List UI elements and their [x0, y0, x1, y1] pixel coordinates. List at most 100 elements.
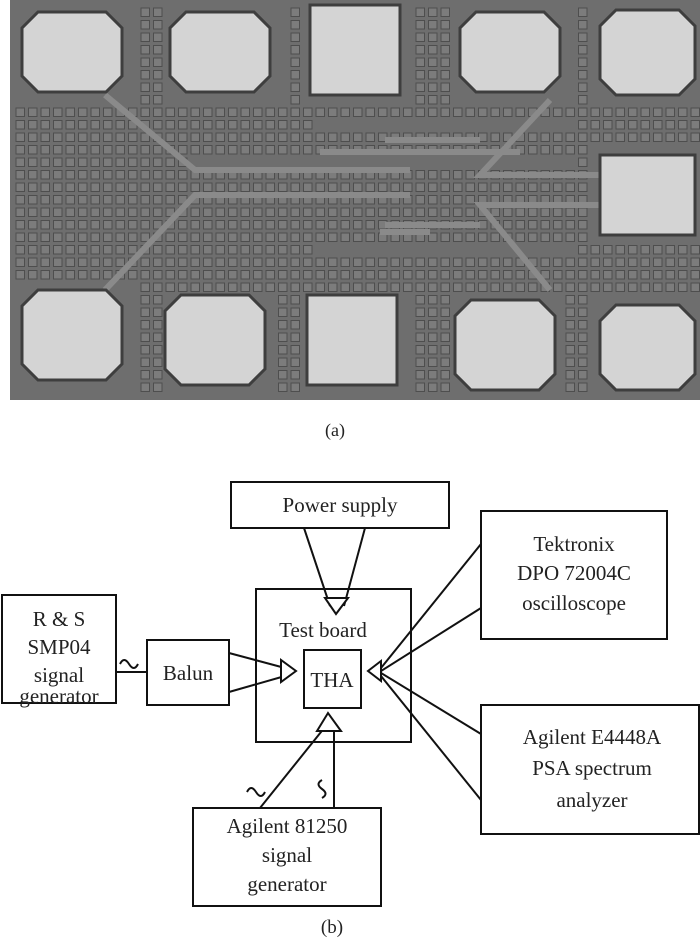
fill-tile — [340, 182, 350, 192]
fill-tile — [203, 107, 213, 117]
fill-tile — [140, 107, 150, 117]
fill-tile — [615, 245, 625, 255]
fill-tile — [140, 257, 150, 267]
fill-tile — [278, 307, 288, 317]
fill-tile — [53, 145, 63, 155]
fill-tile — [340, 132, 350, 142]
fill-tile — [290, 32, 300, 42]
fill-tile — [15, 170, 25, 180]
fill-tile — [215, 257, 225, 267]
fill-tile — [528, 145, 538, 155]
fill-tile — [465, 232, 475, 242]
fill-tile — [65, 232, 75, 242]
fill-tile — [153, 95, 163, 105]
fill-tile — [253, 245, 263, 255]
fill-tile — [440, 32, 450, 42]
fill-tile — [290, 382, 300, 392]
fill-tile — [578, 20, 588, 30]
fill-tile — [415, 7, 425, 17]
fill-tile — [415, 20, 425, 30]
fill-tile — [678, 107, 688, 117]
fill-tile — [40, 232, 50, 242]
fill-tile — [378, 182, 388, 192]
fill-tile — [640, 245, 650, 255]
fill-tile — [90, 132, 100, 142]
fill-tile — [578, 132, 588, 142]
fill-tile — [290, 145, 300, 155]
fill-tile — [240, 245, 250, 255]
fill-tile — [28, 220, 38, 230]
fill-tile — [240, 182, 250, 192]
fill-tile — [228, 282, 238, 292]
fill-tile — [478, 270, 488, 280]
fill-tile — [490, 107, 500, 117]
fill-tile — [428, 107, 438, 117]
fill-tile — [540, 220, 550, 230]
fill-tile — [265, 120, 275, 130]
fill-tile — [128, 195, 138, 205]
fill-tile — [378, 257, 388, 267]
fill-tile — [278, 207, 288, 217]
fill-tile — [440, 257, 450, 267]
fill-tile — [153, 20, 163, 30]
fill-tile — [40, 195, 50, 205]
fill-tile — [415, 295, 425, 305]
fill-tile — [78, 245, 88, 255]
chip-micrograph — [10, 0, 700, 400]
fill-tile — [415, 270, 425, 280]
tha-label: THA — [310, 668, 354, 692]
fill-tile — [690, 132, 700, 142]
fill-tile — [40, 120, 50, 130]
fill-tile — [290, 307, 300, 317]
fill-tile — [15, 120, 25, 130]
fill-tile — [440, 170, 450, 180]
fill-tile — [40, 270, 50, 280]
fill-tile — [653, 282, 663, 292]
fill-tile — [103, 107, 113, 117]
fill-tile — [290, 232, 300, 242]
fill-tile — [203, 120, 213, 130]
fill-tile — [240, 207, 250, 217]
fill-tile — [490, 257, 500, 267]
fill-tile — [278, 382, 288, 392]
fill-tile — [278, 145, 288, 155]
fill-tile — [115, 220, 125, 230]
fill-tile — [428, 357, 438, 367]
fill-tile — [165, 132, 175, 142]
fill-tile — [365, 107, 375, 117]
fill-tile — [678, 257, 688, 267]
fill-tile — [628, 257, 638, 267]
fill-tile — [140, 157, 150, 167]
fill-tile — [440, 182, 450, 192]
tha-box — [303, 649, 362, 709]
fill-tile — [628, 120, 638, 130]
fill-tile — [140, 207, 150, 217]
fill-tile — [640, 107, 650, 117]
fill-tile — [153, 282, 163, 292]
fill-tile — [190, 232, 200, 242]
fill-tile — [265, 132, 275, 142]
fill-tile — [78, 170, 88, 180]
fill-tile — [153, 270, 163, 280]
fill-tile — [565, 182, 575, 192]
fill-tile — [415, 307, 425, 317]
fill-tile — [440, 232, 450, 242]
fill-tile — [565, 332, 575, 342]
fill-tile — [15, 107, 25, 117]
bond-pad — [458, 10, 562, 94]
fill-tile — [403, 207, 413, 217]
fill-tile — [503, 207, 513, 217]
fill-tile — [265, 270, 275, 280]
fill-tile — [628, 282, 638, 292]
fill-tile — [178, 220, 188, 230]
fill-tile — [415, 45, 425, 55]
spectrum-analyzer-box — [480, 704, 700, 835]
fill-tile — [553, 232, 563, 242]
fill-tile — [415, 257, 425, 267]
fill-tile — [290, 82, 300, 92]
fill-tile — [253, 145, 263, 155]
fill-tile — [353, 107, 363, 117]
fill-tile — [240, 107, 250, 117]
agilent-line-1: Agilent 81250 — [227, 814, 348, 838]
fill-tile — [153, 7, 163, 17]
